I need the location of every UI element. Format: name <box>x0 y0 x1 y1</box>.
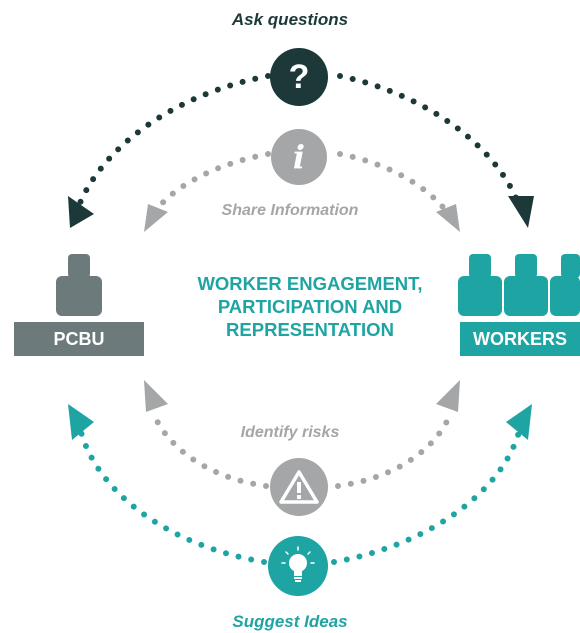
suggest-arrowhead-left <box>68 404 94 440</box>
suggest-ideas-label: Suggest Ideas <box>232 612 348 631</box>
share-information-label: Share Information <box>221 202 359 219</box>
center-title: WORKER ENGAGEMENT, PARTICIPATION AND REP… <box>197 273 423 340</box>
workers-group-icon <box>458 254 580 316</box>
warning-icon <box>270 458 328 516</box>
share-arrowhead-right <box>436 204 460 232</box>
lightbulb-glyph <box>281 546 315 582</box>
pcbu-label: PCBU <box>14 322 144 356</box>
question-icon: ? <box>270 48 328 106</box>
identify-risks-arrows <box>151 412 453 489</box>
ask-questions-arrows <box>75 73 523 211</box>
workers-label: WORKERS <box>460 322 580 356</box>
share-arrowhead-left <box>144 204 168 232</box>
identify-arrow-right-path <box>335 412 453 489</box>
share-arrow-right-path <box>337 151 450 215</box>
share-information-arrows <box>152 151 450 215</box>
suggest-ideas-arrows <box>77 425 523 565</box>
ask-arrow-right-path <box>337 73 523 211</box>
warning-triangle-icon <box>279 470 319 504</box>
suggest-arrowhead-right <box>506 404 532 440</box>
identify-risks-label: Identify risks <box>240 424 340 441</box>
ask-arrowhead-left <box>68 196 94 228</box>
lightbulb-icon <box>268 536 328 596</box>
identify-arrow-left-path <box>151 412 269 489</box>
suggest-arrow-right-path <box>331 425 523 565</box>
ask-arrowhead-right <box>508 196 534 228</box>
ask-questions-label: Ask questions <box>231 10 349 29</box>
identify-arrowhead-right <box>436 380 460 412</box>
suggest-arrow-left-path <box>77 425 267 565</box>
identify-arrowhead-left <box>144 380 168 412</box>
person-icon <box>56 254 102 316</box>
ask-arrow-left-path <box>75 73 271 211</box>
info-icon: i <box>271 129 327 185</box>
share-arrow-left-path <box>152 151 271 215</box>
